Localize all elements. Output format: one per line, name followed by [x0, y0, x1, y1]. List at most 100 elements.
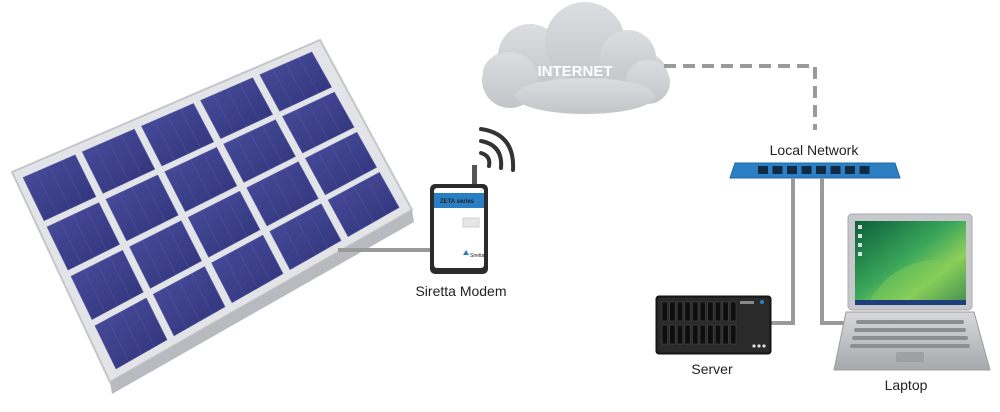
- solar-cell: [269, 203, 342, 271]
- modem-screen-text: ZETA series: [440, 199, 475, 205]
- internet-label: INTERNET: [538, 63, 613, 80]
- solar-cell: [223, 119, 296, 183]
- solar-cell-line: [72, 214, 94, 258]
- switch-port: [830, 166, 841, 174]
- solar-cell-line: [340, 193, 361, 230]
- solar-cell-line: [318, 151, 339, 189]
- switch-port: [787, 166, 797, 174]
- drive-bay: [669, 301, 676, 322]
- drive-bay: [692, 324, 699, 345]
- solar-cell: [187, 190, 261, 258]
- network-switch: [729, 162, 901, 179]
- drive-bay: [730, 301, 737, 322]
- solar-cell-line: [109, 256, 131, 300]
- switch-port: [801, 166, 812, 174]
- solar-cell-line: [298, 57, 319, 94]
- solar-cell-line: [259, 181, 280, 220]
- drive-bay: [676, 301, 684, 322]
- modem-label: Siretta Modem: [415, 283, 506, 299]
- solar-cell-line: [118, 193, 140, 235]
- solar-cell: [105, 174, 179, 242]
- solar-cell-line: [35, 171, 58, 215]
- drive-bay: [699, 301, 706, 322]
- solar-cell-line: [285, 168, 306, 206]
- solar-cell-line: [272, 174, 293, 213]
- server: [655, 295, 772, 355]
- solar-cell: [304, 131, 378, 196]
- drive-bay: [714, 301, 722, 322]
- solar-cell-line: [282, 224, 303, 263]
- modem-brand: Siretta: [470, 253, 485, 259]
- solar-cell-line: [308, 104, 329, 141]
- solar-cell-line: [96, 263, 118, 306]
- solar-cell-line: [239, 83, 260, 121]
- solar-cells: [22, 51, 400, 370]
- drive-bay: [730, 324, 737, 345]
- solar-cell-line: [249, 131, 270, 170]
- drive-bay: [722, 301, 729, 322]
- drive-bay: [692, 301, 699, 322]
- solar-cell: [140, 103, 215, 167]
- solar-cell-line: [200, 210, 222, 251]
- solar-cell-line: [168, 227, 189, 268]
- switch-port: [816, 166, 826, 174]
- drive-bay: [676, 324, 684, 345]
- solar-cell-line: [85, 208, 107, 251]
- solar-cell-line: [272, 68, 293, 106]
- switch-ports: [758, 166, 870, 174]
- solar-cell-line: [295, 110, 316, 147]
- internet-link-dashed: [664, 64, 817, 130]
- drive-bay: [669, 324, 676, 345]
- solar-cell-line: [285, 63, 306, 100]
- solar-cell: [129, 220, 203, 289]
- solar-cell-line: [330, 145, 352, 182]
- solar-cell: [259, 51, 332, 112]
- solar-cell-line: [213, 204, 235, 244]
- solar-cell-line: [167, 114, 188, 155]
- solar-cell-line: [48, 166, 71, 209]
- solar-cell: [46, 202, 121, 271]
- solar-cell-line: [155, 233, 177, 275]
- modem-screen: [434, 193, 484, 208]
- solar-cell-line: [249, 242, 271, 282]
- solar-cell-line: [131, 187, 153, 229]
- solar-cell-line: [107, 318, 129, 362]
- local-network-label: Local Network: [770, 142, 860, 158]
- solar-cell: [70, 249, 144, 320]
- siretta-logo-icon: [463, 250, 469, 255]
- siretta-modem: ZETA series Siretta: [430, 127, 516, 274]
- drive-bay: [707, 324, 714, 345]
- solar-cell-line: [191, 273, 213, 315]
- solar-cell-line: [59, 220, 82, 264]
- solar-cell-line: [144, 180, 166, 222]
- switch-port: [772, 166, 783, 174]
- solar-cell-line: [165, 287, 187, 329]
- solar-cell-line: [61, 160, 84, 203]
- drive-bay: [684, 324, 691, 345]
- solar-cell-line: [121, 134, 143, 176]
- solar-cell: [282, 91, 355, 154]
- laptop-label: Laptop: [885, 377, 928, 393]
- solar-cell-line: [108, 140, 130, 182]
- solar-cell-line: [120, 311, 142, 355]
- solar-cell-line: [343, 138, 364, 175]
- drive-bay: [714, 324, 722, 345]
- solar-cell-line: [224, 255, 245, 296]
- solar-cell: [211, 234, 284, 304]
- solar-cell: [22, 154, 97, 222]
- solar-cell: [81, 128, 156, 194]
- drive-bay: [661, 324, 668, 345]
- solar-cell: [164, 146, 238, 212]
- switch-server-cable: [770, 178, 795, 325]
- switch-laptop-cable: [820, 178, 845, 325]
- solar-cell-line: [190, 159, 212, 199]
- solar-cell: [246, 161, 319, 227]
- solar-cell: [327, 171, 400, 238]
- server-drive-bays: [661, 301, 737, 345]
- switch-port: [859, 166, 870, 174]
- server-label: Server: [691, 361, 733, 377]
- drive-bay: [661, 301, 668, 322]
- solar-cell-line: [237, 248, 258, 289]
- solar-cell-line: [180, 109, 201, 149]
